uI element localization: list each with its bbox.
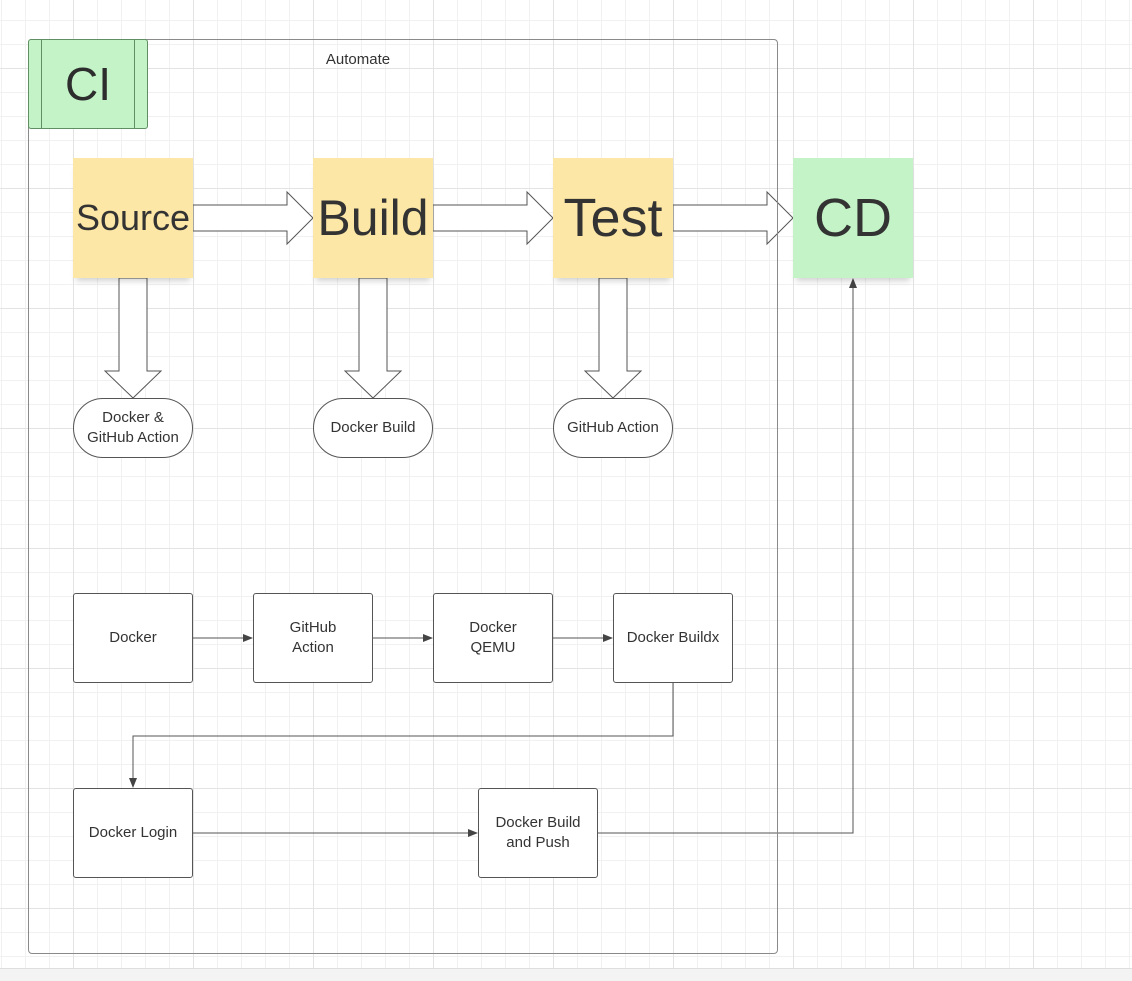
- sticky-note-build[interactable]: Build: [313, 158, 433, 278]
- step-docker-build-push[interactable]: Docker Build and Push: [478, 788, 598, 878]
- tool-docker-github-action-text: Docker & GitHub Action: [87, 409, 179, 446]
- connector-buildx-to-login[interactable]: [129, 683, 674, 788]
- ci-box-left-bar: [41, 40, 42, 128]
- step-docker[interactable]: Docker: [73, 593, 193, 683]
- tool-docker-build[interactable]: Docker Build: [313, 398, 433, 458]
- step-github-action-text: GitHub Action: [289, 619, 337, 656]
- block-arrow-source-down[interactable]: [103, 277, 163, 399]
- step-docker-buildx-text: Docker Buildx: [626, 629, 720, 646]
- sticky-note-source-text: Source: [75, 197, 191, 238]
- tool-docker-github-action[interactable]: Docker & GitHub Action: [73, 398, 193, 458]
- block-arrow-build-down[interactable]: [343, 277, 403, 399]
- tool-docker-build-text: Docker Build: [330, 419, 416, 436]
- automate-container-title: Automate: [325, 51, 391, 68]
- sticky-note-test-text: Test: [563, 188, 663, 248]
- step-docker-buildx[interactable]: Docker Buildx: [613, 593, 733, 683]
- sticky-note-test[interactable]: Test: [553, 158, 673, 278]
- ci-label-text: CI: [65, 58, 111, 110]
- ci-box-right-bar: [134, 40, 135, 128]
- step-docker-build-push-text: Docker Build and Push: [495, 814, 581, 851]
- block-arrow-test-down[interactable]: [583, 277, 643, 399]
- step-docker-qemu[interactable]: Docker QEMU: [433, 593, 553, 683]
- sticky-note-cd-text: CD: [814, 188, 892, 248]
- connector-build-push-to-cd[interactable]: [598, 278, 857, 834]
- sticky-note-build-text: Build: [317, 190, 429, 246]
- step-docker-login[interactable]: Docker Login: [73, 788, 193, 878]
- ci-label-box[interactable]: CI: [28, 39, 148, 129]
- tool-github-action[interactable]: GitHub Action: [553, 398, 673, 458]
- sticky-note-source[interactable]: Source: [73, 158, 193, 278]
- block-arrow-test-to-cd[interactable]: [672, 190, 794, 246]
- step-docker-qemu-text: Docker QEMU: [469, 619, 517, 656]
- tool-github-action-text: GitHub Action: [567, 419, 659, 436]
- block-arrow-build-to-test[interactable]: [432, 190, 554, 246]
- sticky-note-cd[interactable]: CD: [793, 158, 913, 278]
- step-github-action[interactable]: GitHub Action: [253, 593, 373, 683]
- automate-container[interactable]: [28, 39, 778, 954]
- block-arrow-source-to-build[interactable]: [192, 190, 314, 246]
- step-docker-text: Docker: [109, 629, 157, 646]
- bottom-toolbar-strip: [0, 968, 1132, 981]
- step-docker-login-text: Docker Login: [88, 824, 178, 841]
